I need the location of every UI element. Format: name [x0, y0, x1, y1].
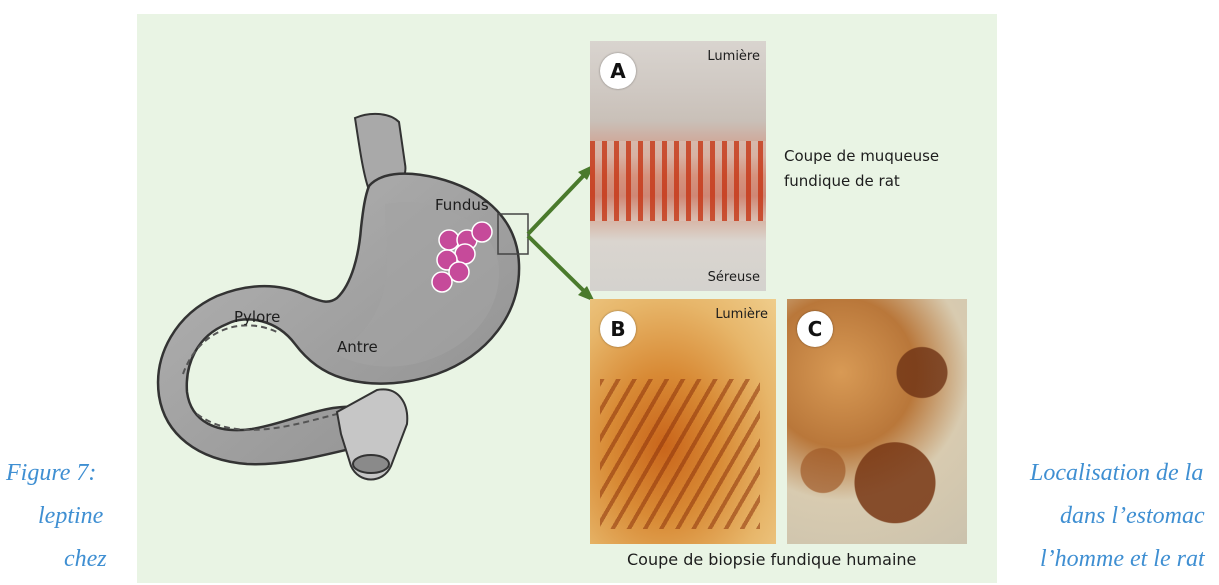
arrow-to-panel-a [528, 172, 587, 234]
pylore-label: Pylore [234, 308, 280, 326]
panel-a-description-line1: Coupe de muqueuse [784, 147, 939, 165]
panel-b-badge: B [600, 311, 636, 347]
caption-left-line1: Figure 7: [6, 460, 96, 487]
panel-a-description-line2: fundique de rat [784, 172, 900, 190]
panel-c-badge: C [797, 311, 833, 347]
caption-right-line3: l’homme et le rat [1040, 546, 1205, 573]
caption-right-line2: dans l’estomac [1060, 503, 1205, 530]
panel-b-micrograph: B Lumière [590, 299, 776, 544]
panel-b-lumiere-label: Lumière [715, 307, 768, 322]
antre-label: Antre [337, 338, 378, 356]
panel-c-micrograph: C [787, 299, 967, 544]
panel-a-badge: A [600, 53, 636, 89]
caption-left-line3: chez [64, 546, 107, 573]
figure-panel: Fundus Pylore Antre A Lumière Séreuse Co… [137, 14, 997, 583]
caption-right-line1: Localisation de la [1030, 460, 1203, 487]
caption-left-line2: leptine [38, 503, 103, 530]
panel-a-lumiere-label: Lumière [707, 49, 760, 64]
panel-a-sereuse-label: Séreuse [708, 270, 760, 285]
panel-a-micrograph: A Lumière Séreuse [590, 41, 766, 291]
arrow-to-panel-b [528, 236, 587, 294]
bottom-caption: Coupe de biopsie fundique humaine [627, 550, 916, 569]
fundus-label: Fundus [435, 196, 489, 214]
